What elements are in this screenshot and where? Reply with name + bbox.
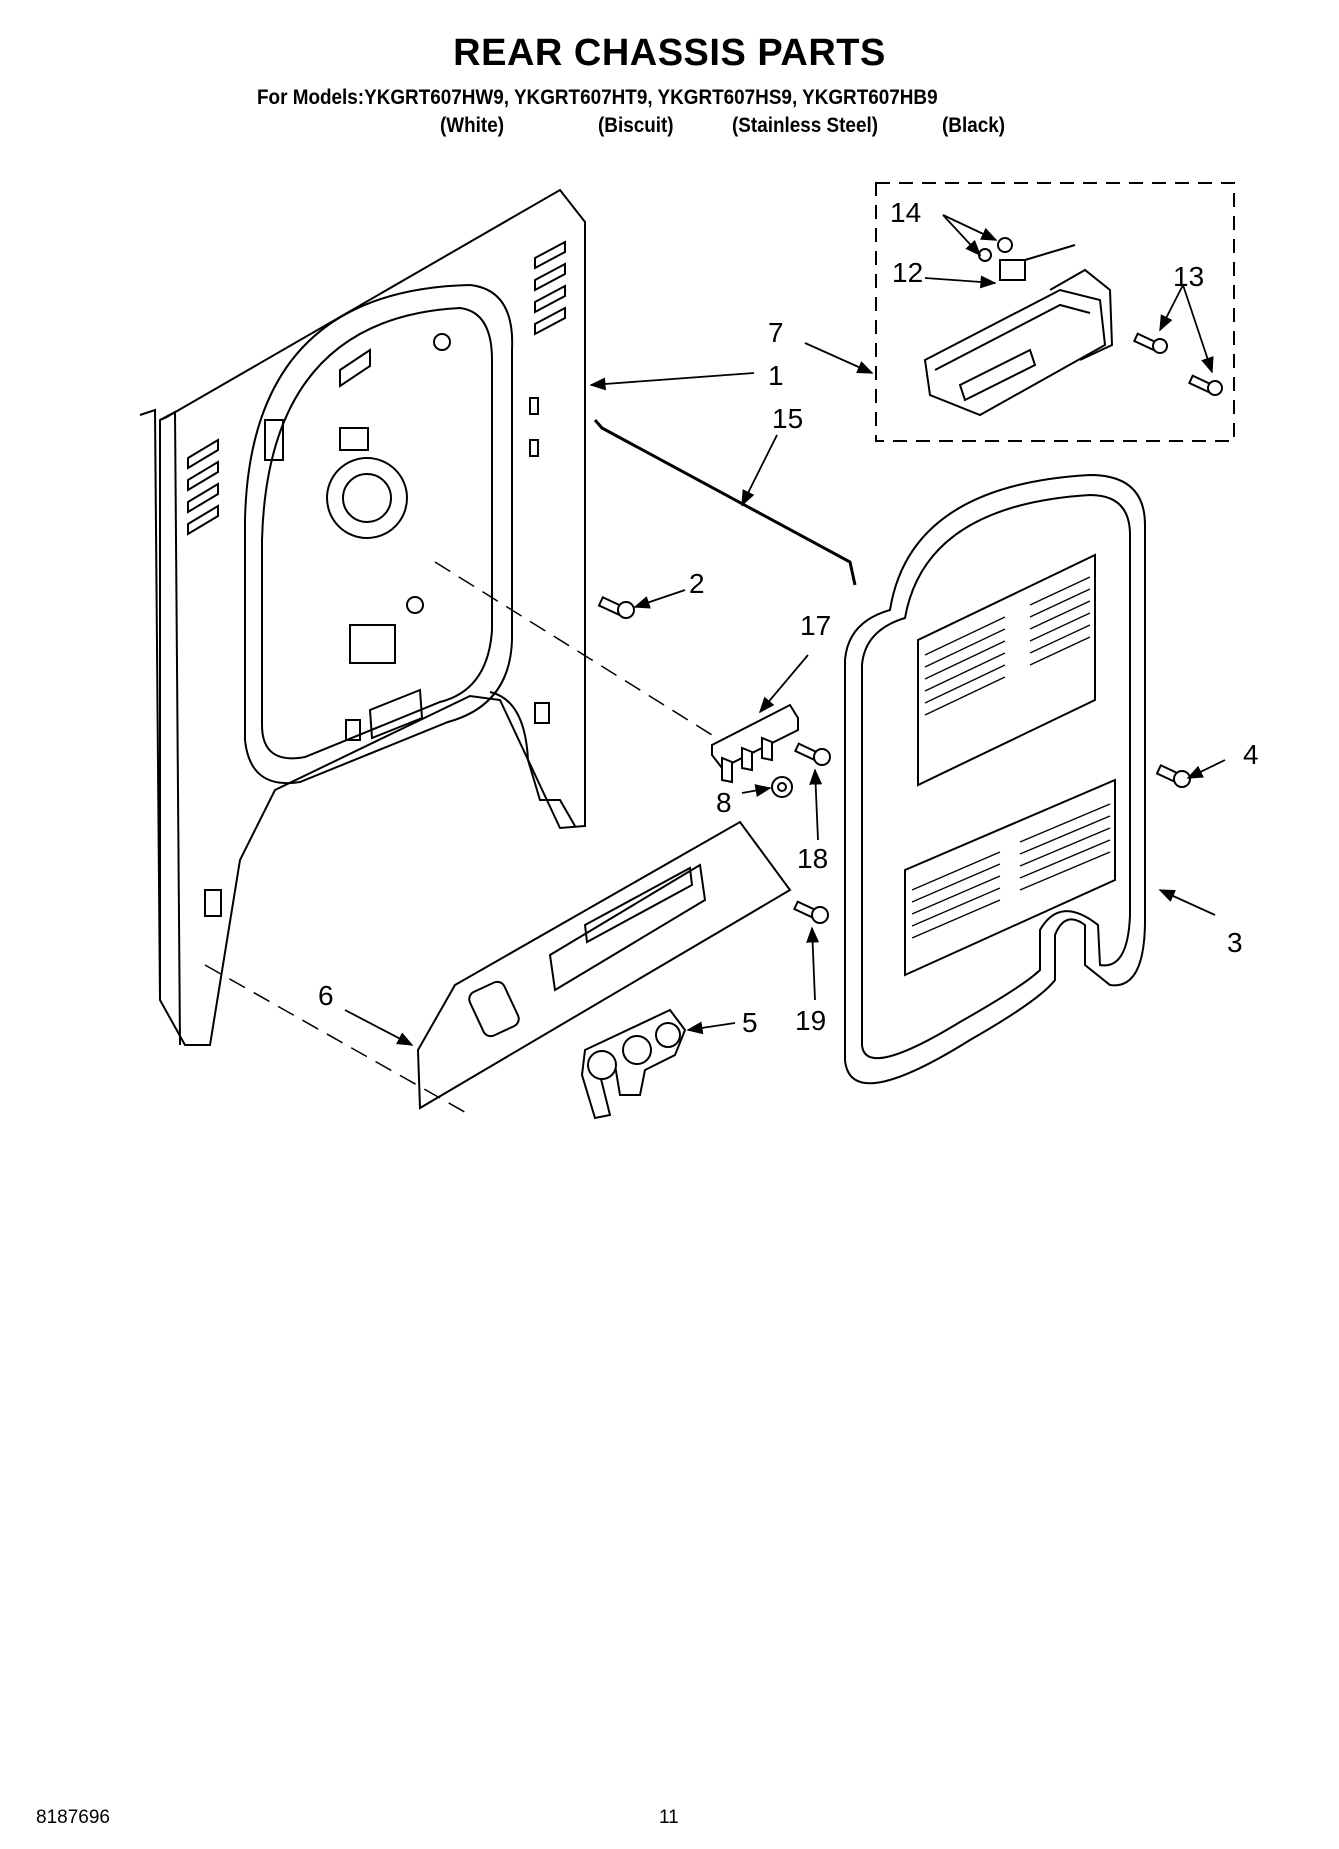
detail-inset (875, 182, 1235, 442)
rear-panel (844, 473, 1146, 1085)
screw-19 (793, 900, 829, 924)
callout-3: 3 (1227, 927, 1243, 958)
callout-4: 4 (1243, 739, 1259, 770)
callout-7: 7 (768, 317, 784, 348)
callout-18: 18 (797, 843, 828, 874)
callout-19: 19 (795, 1005, 826, 1036)
callout-14: 14 (890, 197, 921, 228)
rod (593, 419, 857, 586)
callout-2: 2 (689, 568, 705, 599)
callout-1: 1 (768, 360, 784, 391)
callout-5: 5 (742, 1007, 758, 1038)
page-number: 11 (659, 1807, 679, 1828)
page-title: REAR CHASSIS PARTS (453, 32, 886, 74)
callout-6: 6 (318, 980, 334, 1011)
screw-2 (597, 595, 635, 619)
color-biscuit: (Biscuit) (598, 114, 674, 137)
screw-4 (1155, 763, 1191, 788)
callout-15: 15 (772, 403, 803, 434)
dashed-assembly-lines (204, 561, 713, 1116)
color-stainless-steel: (Stainless Steel) (732, 114, 879, 137)
rear-chassis-panel (139, 188, 586, 1046)
callout-12: 12 (892, 257, 923, 288)
color-black: (Black) (942, 114, 1006, 137)
callout-17: 17 (800, 610, 831, 641)
document-number: 8187696 (36, 1807, 110, 1828)
callout-13: 13 (1173, 261, 1204, 292)
leader-lines (344, 214, 1226, 1046)
burner-plate (580, 1008, 687, 1120)
lower-bracket (416, 820, 792, 1110)
nut-8 (771, 776, 793, 798)
model-list: For Models:YKGRT607HW9, YKGRT607HT9, YKG… (257, 86, 938, 109)
color-white: (White) (440, 114, 505, 137)
screw-18 (794, 742, 831, 766)
bracket-17 (711, 703, 799, 784)
callout-8: 8 (716, 787, 732, 818)
